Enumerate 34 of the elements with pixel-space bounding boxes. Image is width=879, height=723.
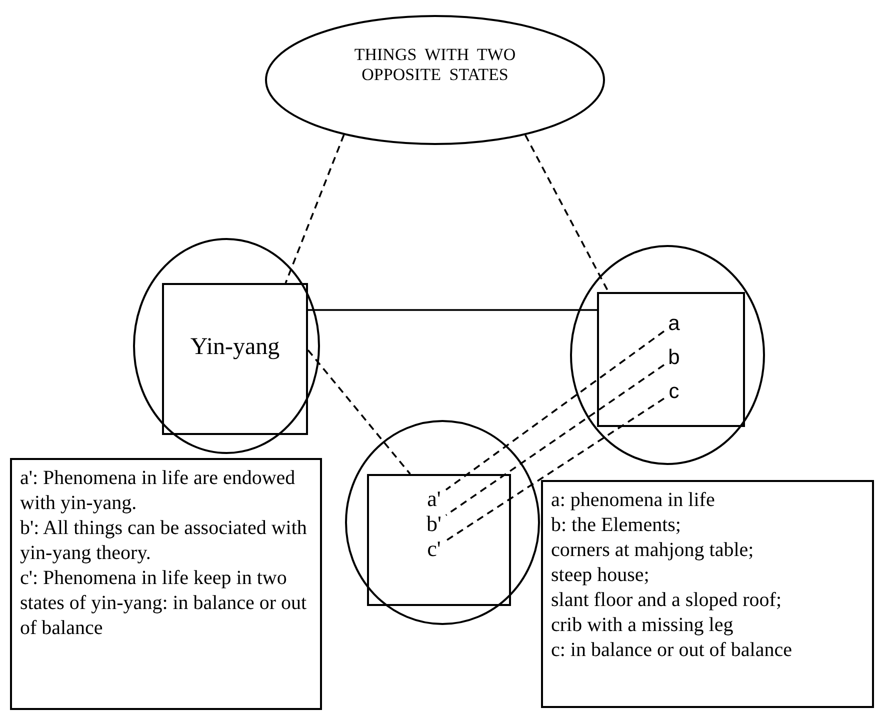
note-text: c': Phenomena in life keep in two states of yin-yang: in balance or out of balance [20, 566, 308, 641]
circle-node [570, 245, 765, 465]
square-node [597, 292, 745, 427]
text-label: a [664, 311, 684, 337]
text-label: c [664, 379, 684, 405]
note-text: b': All things can be associated with yin-yang theory. [20, 516, 308, 566]
note-text: c: in balance or out of balance [551, 638, 793, 663]
node-label: THINGS WITH TWO OPPOSITE STATES [353, 45, 517, 86]
note-text: slant floor and a sloped roof; [551, 588, 782, 613]
text-box [541, 480, 874, 708]
connector-line [446, 398, 664, 542]
circle-node [133, 238, 320, 454]
connector-line [445, 330, 665, 490]
note-text: steep house; [551, 563, 650, 588]
note-text: b: the Elements; [551, 513, 682, 538]
connector-line [445, 364, 665, 516]
square-node [162, 283, 308, 435]
note-text: crib with a missing leg [551, 613, 734, 638]
text-label: c' [422, 536, 446, 561]
square-node [367, 474, 511, 606]
connector-line [308, 309, 597, 311]
connector-line [307, 349, 411, 475]
text-box [10, 458, 322, 710]
text-label: b' [422, 511, 446, 536]
connector-line [524, 134, 610, 292]
connector-line [284, 134, 345, 284]
text-label: b [664, 345, 684, 371]
note-text: a': Phenomena in life are endowed with yin-yang. [20, 466, 296, 516]
ellipse-node [265, 15, 605, 145]
note-text: a: phenomena in life [551, 488, 716, 513]
circle-node [345, 420, 540, 625]
node-label: Yin-yang [190, 333, 280, 362]
note-text: corners at mahjong table; [551, 538, 755, 563]
text-label: a' [422, 486, 446, 511]
